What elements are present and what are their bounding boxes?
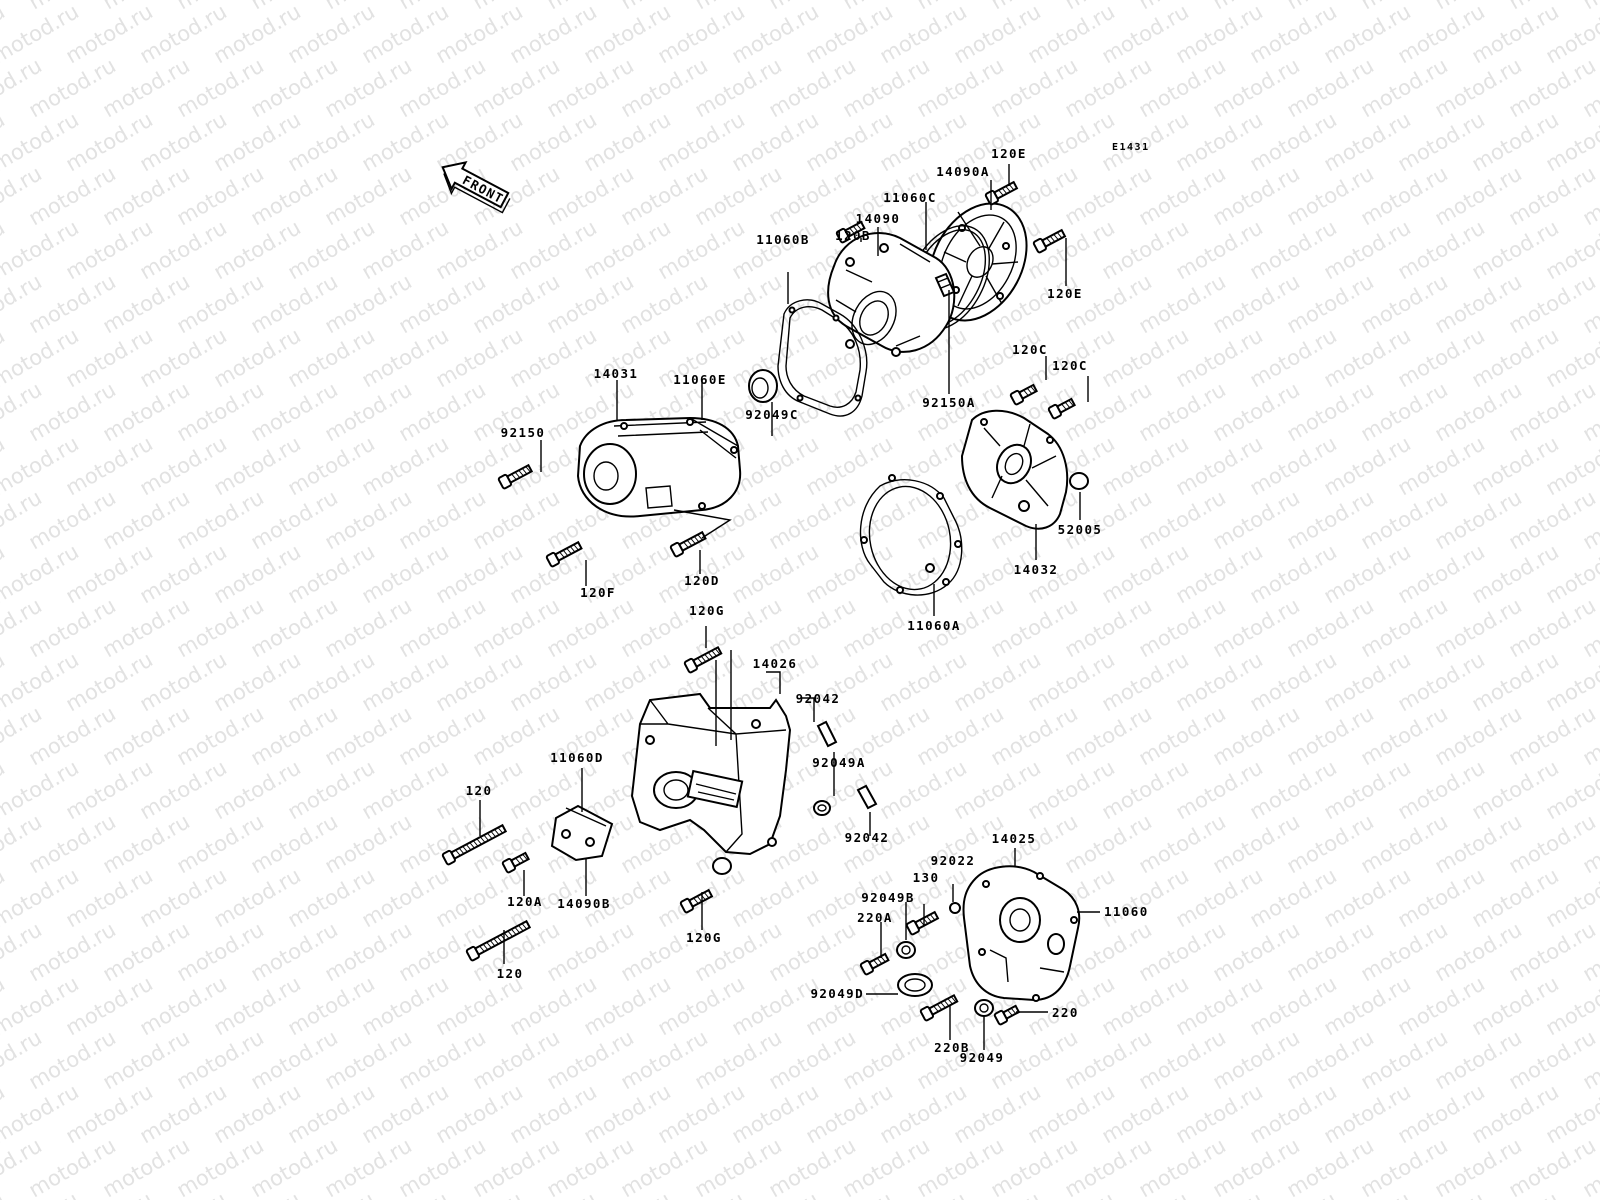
part-label-120b: 120B	[835, 228, 871, 243]
watermark-text: motod.ru	[0, 1187, 9, 1200]
part-11060a-gasket	[859, 474, 963, 596]
bolt-120-top-icon	[441, 823, 508, 866]
bolt-130-icon	[905, 910, 940, 936]
part-label-120e-right: 120E	[1047, 286, 1083, 301]
part-label-120c-a: 120C	[1012, 342, 1048, 357]
part-label-92042-bottom: 92042	[845, 830, 890, 845]
bolt-120g-bottom-icon	[679, 888, 714, 914]
part-label-14026: 14026	[753, 656, 798, 671]
bolt-92150-icon	[497, 463, 534, 490]
bolt-120c-b-icon	[1047, 397, 1077, 420]
bolt-120e-top-icon	[984, 180, 1019, 206]
part-label-120-top: 120	[466, 783, 493, 798]
bolt-220a-icon	[859, 952, 890, 976]
part-label-11060c: 11060C	[883, 190, 937, 205]
part-label-11060e: 11060E	[673, 372, 727, 387]
part-label-120d: 120D	[684, 573, 720, 588]
bolt-120g-top-icon	[683, 645, 723, 674]
part-label-92042-top: 92042	[796, 691, 841, 706]
part-label-130: 130	[913, 870, 940, 885]
part-label-220a: 220A	[857, 910, 893, 925]
bolt-120-bottom-icon	[465, 919, 532, 962]
part-14032-cover	[960, 409, 1069, 530]
part-label-14090b: 14090B	[557, 896, 611, 911]
part-92042-dowel-top	[816, 720, 838, 748]
part-label-11060: 11060	[1104, 904, 1149, 919]
part-label-11060a: 11060A	[907, 618, 961, 633]
bolt-120c-a-icon	[1009, 383, 1039, 406]
bolt-120f-icon	[545, 540, 583, 568]
part-label-220: 220	[1052, 1005, 1079, 1020]
bolt-220-icon	[993, 1004, 1021, 1026]
bolt-220b-icon	[919, 993, 959, 1022]
part-label-92049d: 92049D	[810, 986, 864, 1001]
part-label-14090a: 14090A	[936, 164, 990, 179]
part-label-120-bottom: 120	[497, 966, 524, 981]
bolt-120d-icon	[669, 530, 707, 558]
part-92049b-seal	[896, 941, 916, 959]
part-label-120g-bottom: 120G	[686, 930, 722, 945]
part-14025-cover	[962, 865, 1081, 1002]
part-label-14090: 14090	[856, 211, 901, 226]
part-52005-cap	[1069, 472, 1089, 490]
bolts-layer	[441, 180, 1077, 1026]
bolt-120e-right-icon	[1032, 228, 1067, 254]
bolt-120b-icon	[835, 220, 866, 244]
figure-code: E1431	[1112, 142, 1150, 153]
part-label-92049: 92049	[960, 1050, 1005, 1065]
part-label-14025: 14025	[992, 831, 1037, 846]
part-label-92049c: 92049C	[745, 407, 799, 422]
part-label-92049b: 92049B	[861, 890, 915, 905]
part-label-120f: 120F	[580, 585, 616, 600]
part-number-labels: 120E14090A11060C14090120B11060B120E14031…	[466, 146, 1149, 1065]
part-92022-washer	[949, 902, 961, 914]
part-label-120e-top: 120E	[991, 146, 1027, 161]
part-label-11060b: 11060B	[756, 232, 810, 247]
part-14031-cover	[576, 416, 742, 518]
part-11060b-gasket	[777, 299, 868, 417]
part-label-14031: 14031	[594, 366, 639, 381]
part-92049a-seal	[813, 800, 831, 816]
part-label-220b: 220B	[934, 1040, 970, 1055]
part-14090-cover	[827, 232, 956, 357]
part-92049-seal	[974, 999, 994, 1017]
bolt-120a-icon	[501, 851, 531, 874]
part-14090b-plate	[550, 804, 614, 862]
part-92042-dowel-bottom	[856, 784, 878, 810]
part-label-120g-top: 120G	[689, 603, 725, 618]
part-label-14032: 14032	[1014, 562, 1059, 577]
part-label-11060d: 11060D	[550, 750, 604, 765]
watermark-text: motod.ru	[1579, 0, 1600, 14]
part-label-92049a: 92049A	[812, 755, 866, 770]
part-label-120a: 120A	[507, 894, 543, 909]
leader-lines	[479, 164, 1100, 1050]
part-92049d-seal	[897, 973, 933, 997]
part-label-92022: 92022	[931, 853, 976, 868]
part-label-52005: 52005	[1058, 522, 1103, 537]
part-label-92150a: 92150A	[922, 395, 976, 410]
part-14026-sprocket-cover	[630, 692, 792, 875]
part-label-92150: 92150	[501, 425, 546, 440]
part-label-120c-b: 120C	[1052, 358, 1088, 373]
part-92049c-oil-seal	[748, 369, 778, 403]
